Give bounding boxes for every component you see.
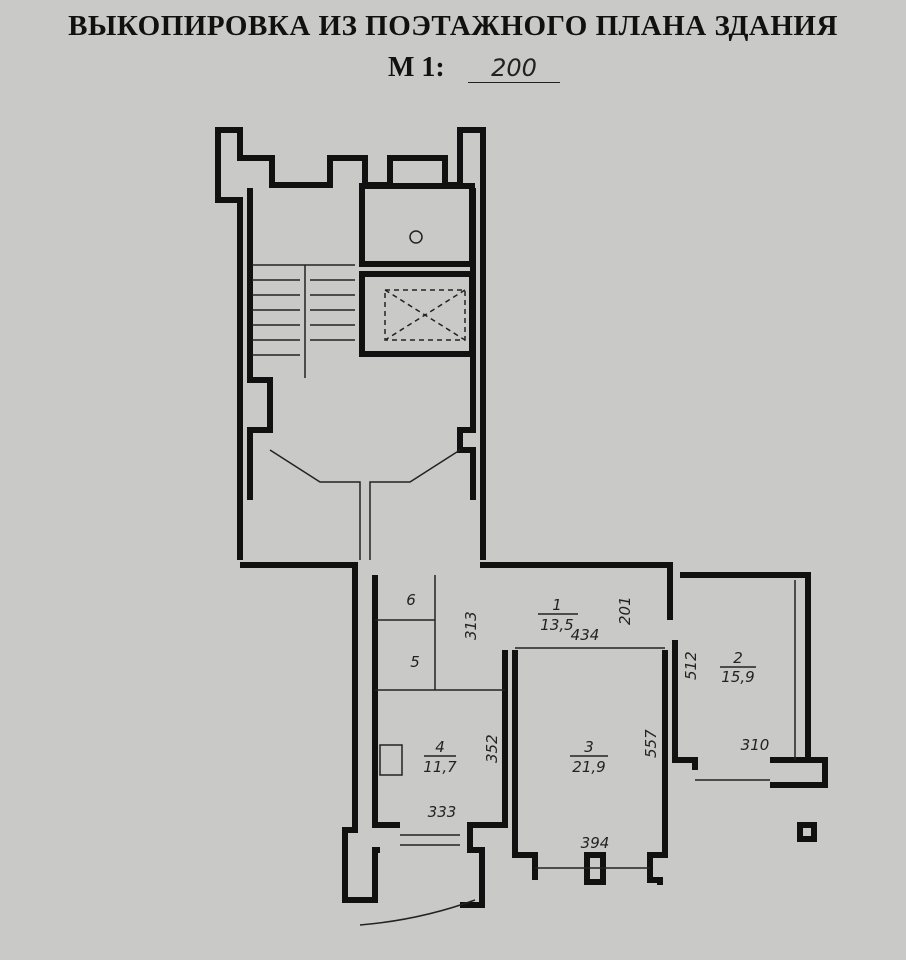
room-3-label: 3 21,9	[570, 738, 608, 776]
room-1-label: 1 13,5	[538, 596, 578, 634]
dimension-352: 352	[483, 734, 501, 763]
dimension-557: 557	[642, 729, 660, 758]
room-area: 11,7	[423, 758, 457, 776]
scale-label: М 1:	[388, 52, 445, 83]
room-area: 21,9	[572, 758, 605, 776]
room-2-label: 2 15,9	[720, 649, 756, 686]
room-number: 2	[733, 649, 743, 667]
dimension-434: 434	[571, 626, 600, 644]
dimension-512: 512	[682, 651, 700, 680]
room-6-label: 6	[406, 591, 416, 609]
dimension-201: 201	[616, 596, 634, 625]
room-4-label: 4 11,7	[423, 738, 457, 776]
stairwell	[215, 127, 486, 560]
room-5-label: 5	[410, 653, 420, 671]
room-area: 13,5	[540, 616, 573, 634]
plan-title: ВЫКОПИРОВКА ИЗ ПОЭТАЖНОГО ПЛАНА ЗДАНИЯ	[68, 10, 838, 42]
dimension-310: 310	[741, 736, 770, 754]
room-number: 4	[435, 738, 445, 756]
dimension-313: 313	[462, 611, 480, 640]
scale-value: 200	[468, 54, 560, 83]
room-area: 15,9	[721, 668, 754, 686]
room-number: 3	[584, 738, 594, 756]
room-number: 1	[552, 596, 562, 614]
apartment	[240, 562, 828, 926]
dimension-333: 333	[428, 803, 457, 821]
dimension-394: 394	[581, 834, 610, 852]
